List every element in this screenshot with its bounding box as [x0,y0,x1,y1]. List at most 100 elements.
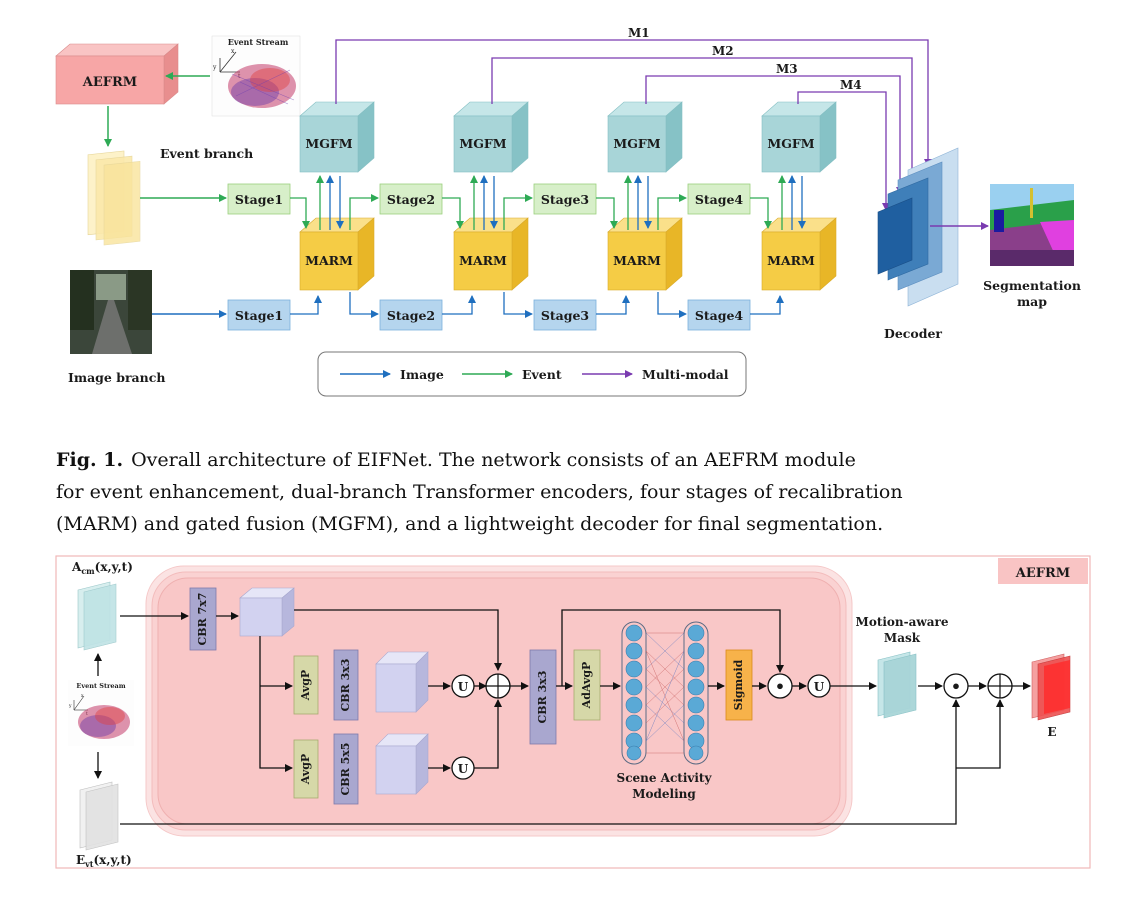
cbr5-block [333,733,359,805]
m3-label: M3 [776,62,798,76]
legend-event: Event [522,367,562,382]
motion-mask-label-line1: Motion-aware [856,615,949,629]
arrow-skip-to-plus [294,609,502,671]
stage-column-3: Stage3 Stage3 MGFM MARM [533,101,683,331]
bottom-event-stream-title: Event Stream [76,682,125,690]
marm-1: MARM [299,217,375,291]
legend-multimodal: Multi-modal [642,367,729,382]
union-lower-label: U [458,762,469,776]
scene-activity-network [621,621,709,765]
avgp-lower-label: AvgP [299,754,312,785]
feature-cube-upper [375,651,429,713]
image-branch-label: Image branch [68,370,165,385]
union-upper-label: U [458,680,469,694]
arrow-evt-to-add [956,699,1004,769]
evt-label: Evt(x,y,t) [76,853,132,869]
output-e-frames [1031,653,1071,721]
mgfm-1-label: MGFM [305,136,352,151]
cbr5-label: CBR 5x5 [339,743,352,796]
decoder-block [877,147,959,307]
event-stream-thumbnail: Event Stream x y t [211,35,301,117]
cbr3-mid-block [529,649,557,745]
mgfm-2: MGFM [453,101,529,173]
legend: Image Event Multi-modal [317,351,747,397]
caption-line2: for event enhancement, dual-branch Trans… [56,481,903,503]
event-stream-axis-y: y [212,64,217,71]
multiply-node-1-label: • [775,677,785,696]
image-stage2-label: Stage2 [387,308,435,323]
aefrm-label: AEFRM [82,75,137,90]
arrow-skip-to-multiply [561,609,784,686]
sigmoid-block [725,649,753,721]
acm-label: Acm(x,y,t) [71,560,133,576]
decoder-label: Decoder [884,326,942,341]
union-final-label: U [814,680,825,694]
image-stage4-label: Stage4 [695,308,744,323]
output-e-label: E [1047,725,1056,739]
feature-cube-lower [375,733,429,795]
m2-label: M2 [712,44,734,58]
segmentation-map-thumbnail [990,184,1074,266]
event-stream-axis-x: x [231,48,235,55]
m4-label: M4 [840,78,862,92]
marm-2-label: MARM [459,253,507,268]
avgp-upper-label: AvgP [299,670,312,701]
event-stage1-label: Stage1 [235,192,283,207]
legend-image: Image [400,367,444,382]
stage-column-2: Stage2 Stage2 MGFM MARM [379,101,529,331]
event-stage1-box [227,183,291,215]
avgp-upper-block [293,655,319,715]
caption-line3: (MARM) and gated fusion (MGFM), and a li… [56,513,883,535]
cbr3-upper-block [333,649,359,721]
mgfm-3: MGFM [607,101,683,173]
marm-4: MARM [761,217,837,291]
cbr7-label: CBR 7x7 [196,593,209,646]
avgp-lower-block [293,739,319,799]
arrow-branch-5x5 [259,636,293,772]
acm-frames [77,581,117,651]
adavgp-label: AdAvgP [580,662,593,710]
aefrm-detail-title: AEFRM [1015,566,1070,581]
bottom-event-stream-axis-y: y [68,704,72,709]
image-stage1-box [227,299,291,331]
aefrm-title-tab [998,558,1088,584]
mgfm-1: MGFM [299,101,375,173]
sigmoid-label: Sigmoid [732,659,745,710]
feature-cube-main [239,587,295,637]
image-stage1-label: Stage1 [235,308,283,323]
mgfm-4: MGFM [761,101,837,173]
caption-line1: Fig. 1.Overall architecture of EIFNet. T… [56,449,856,471]
multimodal-connections [335,39,932,211]
marm-3-label: MARM [613,253,661,268]
segmentation-label-line1: Segmentation [983,278,1081,293]
marm-1-label: MARM [305,253,353,268]
aefrm-block: AEFRM [55,43,179,105]
motion-mask-label-line2: Mask [884,631,921,645]
event-stream-title: Event Stream [228,37,289,47]
arrow-lower-to-plus [474,699,502,769]
marm-4-label: MARM [767,253,815,268]
multiply-node-2-label: • [951,677,961,696]
mgfm-4-label: MGFM [767,136,814,151]
scene-activity-label-line2: Modeling [632,787,696,801]
adavgp-block [573,649,601,721]
street-image-thumbnail [70,270,152,354]
cbr7-block [189,587,217,651]
arrow-evt-to-multiply [120,699,960,825]
cbr3-upper-label: CBR 3x3 [339,659,352,712]
stage-column-1: Stage1 Stage1 MGFM MARM [227,101,375,331]
marm-3: MARM [607,217,683,291]
motion-mask-frames [877,651,917,719]
scene-activity-label-line1: Scene Activity [617,771,713,785]
event-stage4-label: Stage4 [695,192,744,207]
event-stage2-label: Stage2 [387,192,435,207]
bottom-event-stream-axis-x: x [81,694,84,699]
segmentation-label-line2: map [1017,294,1047,309]
event-branch-label: Event branch [160,146,253,161]
mgfm-3-label: MGFM [613,136,660,151]
event-stage3-label: Stage3 [541,192,589,207]
evt-frames [79,781,119,851]
m1-label: M1 [628,26,650,40]
event-frames [87,150,141,246]
